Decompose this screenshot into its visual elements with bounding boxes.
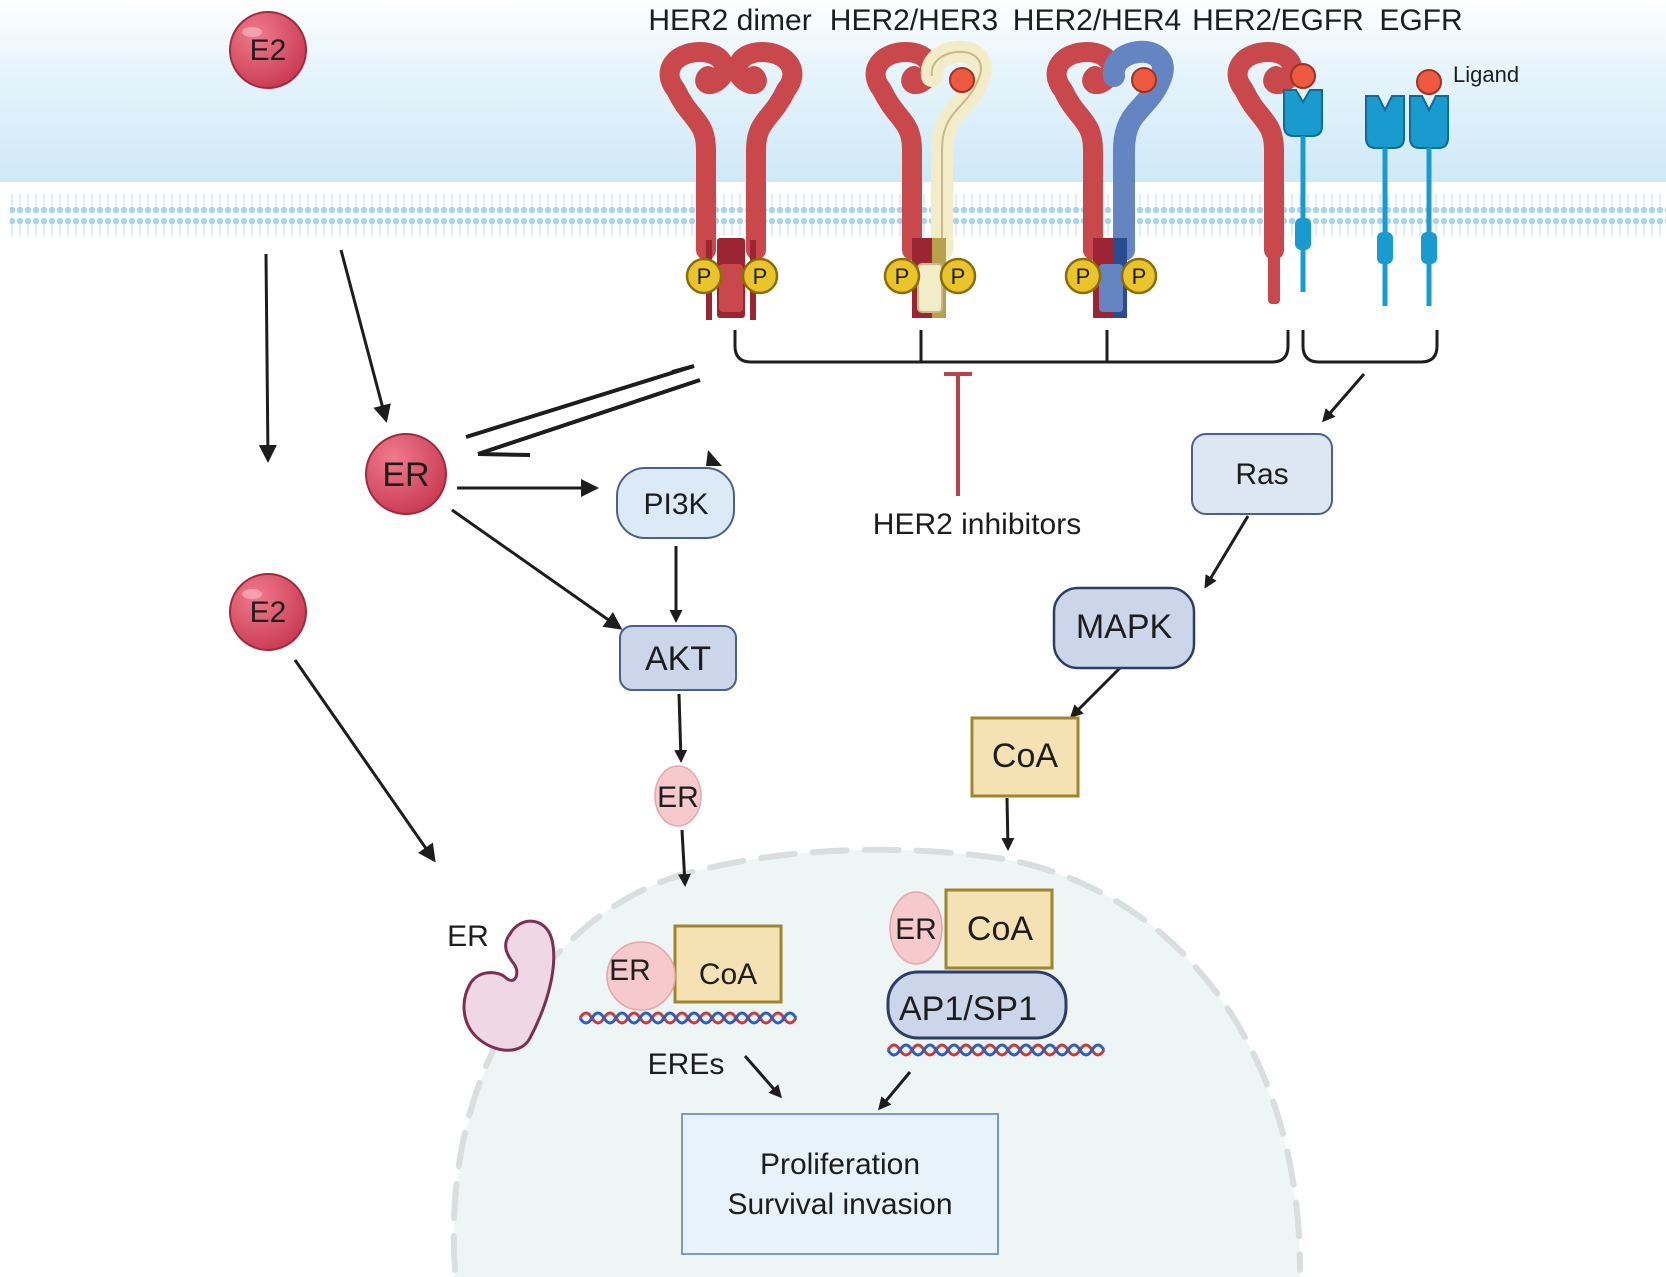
dna-ap1	[886, 1043, 1106, 1057]
er-label: ER	[657, 781, 699, 814]
coa-label: CoA	[992, 737, 1058, 775]
label-her2-her4: HER2/HER4	[1013, 4, 1181, 37]
akt-node: AKT	[619, 625, 737, 691]
phospho-label: P	[753, 264, 768, 289]
label-her2-dimer: HER2 dimer	[648, 4, 811, 37]
receptor-bracket-egfr	[1301, 330, 1439, 364]
phospho-label: P	[1076, 264, 1091, 289]
her2-her3-receptor: P P	[865, 40, 992, 318]
label-her2-her3: HER2/HER3	[830, 4, 998, 37]
phospho-label: P	[697, 264, 712, 289]
label-ligand: Ligand	[1453, 62, 1519, 87]
dna-ere	[578, 1011, 798, 1025]
er-free-label: ER	[447, 920, 489, 953]
e2-label: E2	[250, 596, 287, 629]
label-egfr: EGFR	[1379, 4, 1462, 37]
arrows-left	[258, 249, 912, 1111]
pi3k-label: PI3K	[643, 488, 708, 521]
coa-label: CoA	[967, 910, 1033, 948]
arrows-right	[1001, 373, 1366, 851]
label-her2-egfr: HER2/EGFR	[1192, 4, 1364, 37]
er-label: ER	[382, 456, 429, 494]
er-membrane-receptor: ER	[365, 433, 447, 515]
coa-node: CoA	[970, 716, 1080, 798]
phospho-label: P	[895, 264, 910, 289]
outcome-line2: Survival invasion	[727, 1188, 952, 1221]
e2-molecule: E2	[229, 573, 307, 651]
label-her2-inhibitors: HER2 inhibitors	[873, 508, 1081, 541]
er-coa-complex-left: CoA ER	[606, 924, 783, 1011]
phospho-label: P	[951, 264, 966, 289]
akt-label: AKT	[645, 640, 711, 678]
her2-dimer-receptor: P P	[659, 42, 803, 320]
eres-label: EREs	[648, 1048, 725, 1081]
her2-her4-receptor: P P	[1046, 40, 1174, 318]
pi3k-node: PI3K	[616, 450, 735, 539]
egfr-receptor	[1365, 69, 1449, 306]
ras-node: Ras	[1191, 433, 1333, 515]
outcome-line1: Proliferation	[760, 1148, 920, 1181]
mapk-label: MAPK	[1076, 608, 1173, 646]
er-free-protein	[462, 919, 556, 1052]
er-coa-ap1-complex: AP1/SP1 CoA ER	[886, 888, 1068, 1040]
e2-molecule: E2	[229, 11, 307, 89]
ras-label: Ras	[1235, 458, 1288, 491]
er-label: ER	[609, 954, 651, 987]
outcome-box: Proliferation Survival invasion	[681, 1113, 999, 1255]
cell-membrane	[0, 0, 1666, 240]
coa-label: CoA	[699, 958, 757, 991]
her2-inhibitor-bar	[944, 372, 972, 496]
e2-label: E2	[250, 34, 287, 67]
her2-egfr-receptor	[1227, 42, 1323, 304]
mapk-node: MAPK	[1052, 586, 1196, 670]
er-cytosol: ER	[654, 765, 702, 827]
er-label: ER	[895, 913, 937, 946]
receptor-bracket-her2	[733, 330, 1290, 364]
phospho-label: P	[1132, 264, 1147, 289]
ap1-sp1-label: AP1/SP1	[899, 990, 1037, 1028]
crosstalk-arrows	[465, 364, 701, 457]
